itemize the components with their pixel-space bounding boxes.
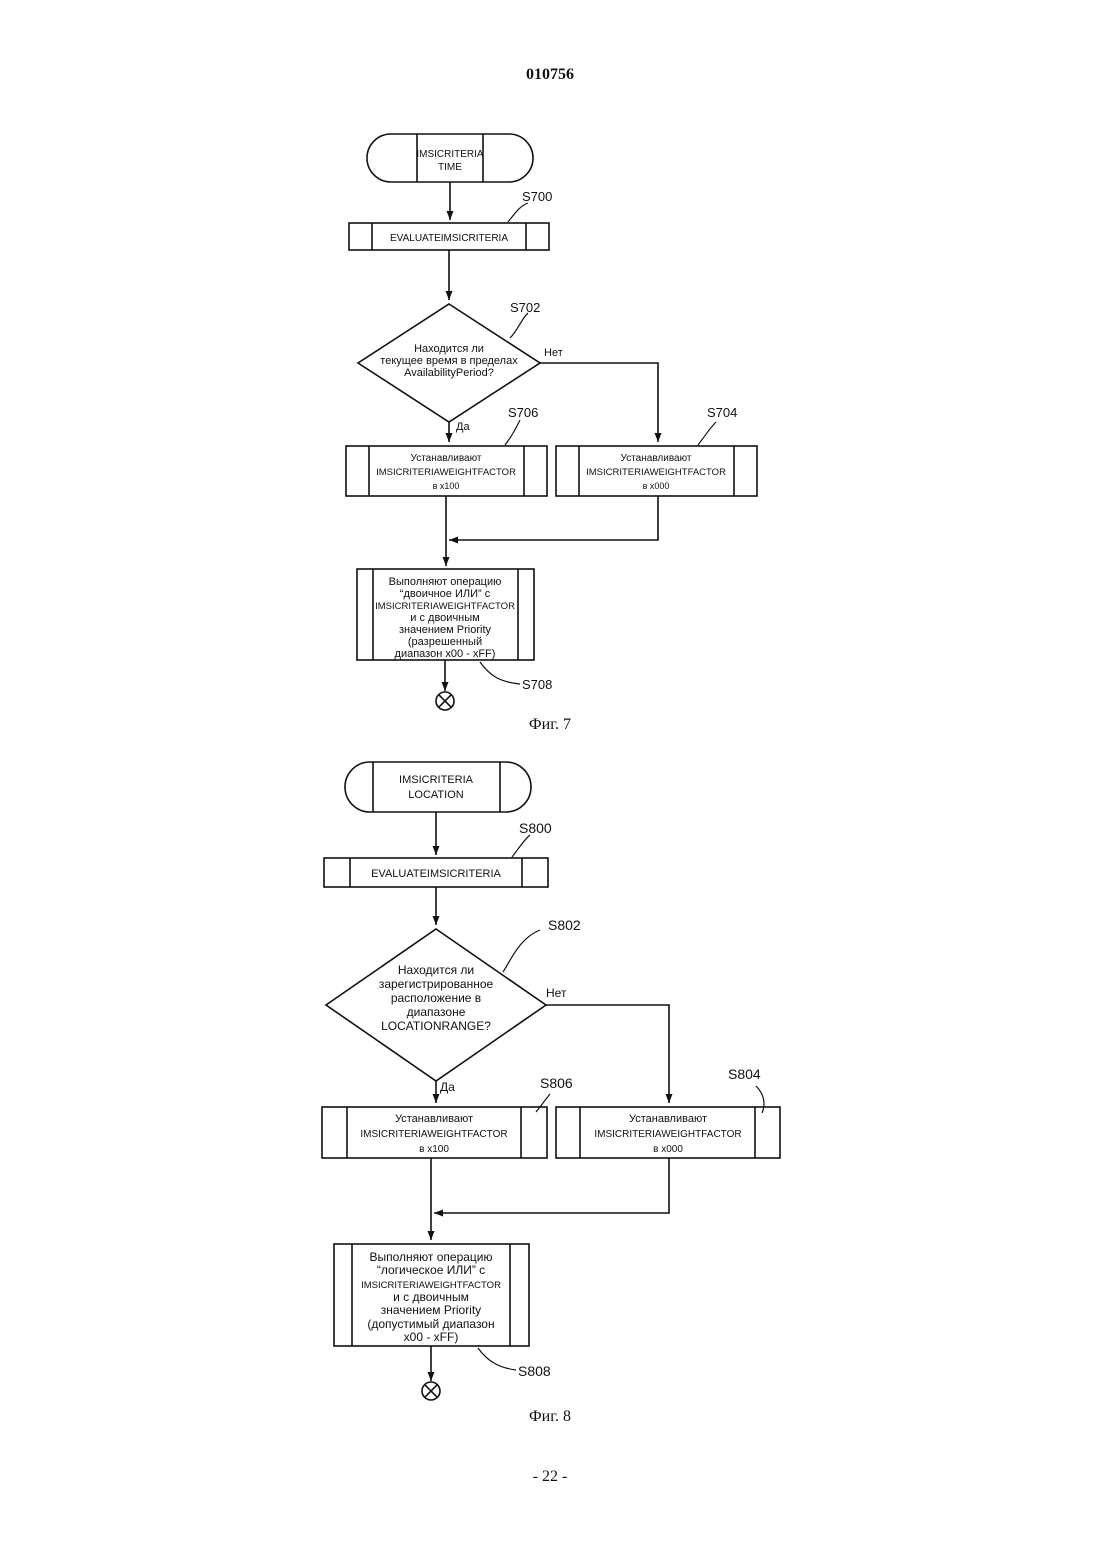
fig8-caption: Фиг. 8: [529, 1408, 571, 1425]
fig8-op-line-7: x00 - xFF): [404, 1330, 459, 1344]
fig8-ref-tick: [478, 1348, 516, 1370]
fig7-start-line-1: IMSICRITERIA: [416, 149, 484, 160]
fig7-op-line-3: IMSICRITERIAWEIGHTFACTOR: [375, 601, 515, 612]
fig8-evaluate-label: EVALUATEIMSICRITERIA: [371, 868, 501, 880]
fig8-decision-line-3: расположение в: [391, 991, 481, 1005]
fig7-decision-line-3: AvailabilityPeriod?: [404, 367, 494, 379]
fig8-merge-arrow: [434, 1158, 669, 1213]
fig8-op-line-5: значением Priority: [381, 1303, 481, 1317]
fig8-op-line-1: Выполняют операцию: [370, 1250, 493, 1264]
fig8-set-x100-line-3: в x100: [419, 1144, 449, 1155]
fig7-operation-box: Выполняют операцию “двоичное ИЛИ” с IMSI…: [357, 569, 534, 660]
fig7-decision-line-1: Находится ли: [414, 343, 484, 355]
fig7-set-x000-line-2: IMSICRITERIAWEIGHTFACTOR: [586, 467, 726, 478]
fig8-set-x000-line-3: в x000: [653, 1144, 683, 1155]
fig8-set-x000-line-1: Устанавливают: [629, 1113, 707, 1125]
fig7-caption: Фиг. 7: [529, 716, 571, 733]
fig8-set-x100-line-1: Устанавливают: [395, 1113, 473, 1125]
fig8-start-terminal: IMSICRITERIA LOCATION: [345, 762, 531, 812]
fig8-decision-line-2: зарегистрированное: [379, 977, 494, 991]
fig7-op-line-2: “двоичное ИЛИ” с: [400, 588, 491, 600]
fig7-op-line-7: диапазон x00 - xFF): [395, 648, 496, 660]
fig7-ref-s702: S702: [510, 300, 540, 315]
fig7-ref-tick: [480, 662, 520, 684]
fig7-end-icon: [436, 692, 454, 710]
fig7-yes-label: Да: [456, 421, 470, 433]
fig8-yes-label: Да: [440, 1080, 455, 1094]
fig8-decision-diamond: Находится ли зарегистрированное располож…: [326, 929, 546, 1081]
fig7-set-x100-line-1: Устанавливают: [411, 453, 482, 464]
fig8-decision-line-5: LOCATIONRANGE?: [381, 1019, 491, 1033]
fig7-no-arrow: [540, 363, 658, 442]
fig7-ref-s704: S704: [707, 405, 737, 420]
fig7-set-x000-line-3: в x000: [643, 481, 670, 491]
fig7-op-line-1: Выполняют операцию: [389, 576, 502, 588]
fig7-merge-arrow: [449, 496, 658, 540]
fig7-decision-line-2: текущее время в пределах: [380, 355, 518, 367]
fig8-ref-s802: S802: [548, 917, 581, 933]
fig7-ref-tick: [508, 203, 528, 222]
fig7-ref-tick: [510, 313, 528, 338]
fig8-set-x000-line-2: IMSICRITERIAWEIGHTFACTOR: [594, 1129, 741, 1140]
fig7-set-x000-line-1: Устанавливают: [621, 453, 692, 464]
fig7-set-x100-line-3: в x100: [433, 481, 460, 491]
fig8-evaluate-box: EVALUATEIMSICRITERIA: [324, 858, 548, 887]
fig7-ref-tick: [698, 422, 716, 445]
fig8-decision-line-1: Находится ли: [398, 963, 474, 977]
fig8-operation-box: Выполняют операцию “логическое ИЛИ” с IM…: [334, 1244, 529, 1346]
fig7-set-x100-box: Устанавливают IMSICRITERIAWEIGHTFACTOR в…: [346, 446, 547, 496]
fig7-evaluate-box: EVALUATEIMSICRITERIA: [349, 223, 549, 250]
fig8-start-line-2: LOCATION: [408, 789, 463, 801]
fig7-start-line-2: TIME: [438, 162, 462, 173]
fig7-op-line-4: и с двоичным: [410, 612, 479, 624]
fig8-op-line-2: “логическое ИЛИ” с: [377, 1263, 485, 1277]
fig8-set-x100-line-2: IMSICRITERIAWEIGHTFACTOR: [360, 1129, 507, 1140]
fig8-ref-tick: [503, 930, 540, 972]
fig7-ref-s708: S708: [522, 677, 552, 692]
fig7-start-terminal: IMSICRITERIA TIME: [367, 134, 533, 182]
fig7-flowchart: IMSICRITERIA TIME EVALUATEIMSICRITERIA S…: [346, 134, 757, 733]
fig8-ref-s808: S808: [518, 1363, 551, 1379]
fig8-ref-tick: [512, 835, 530, 857]
fig8-set-x000-box: Устанавливают IMSICRITERIAWEIGHTFACTOR в…: [556, 1107, 780, 1158]
fig8-op-line-4: и с двоичным: [393, 1290, 469, 1304]
fig8-start-line-1: IMSICRITERIA: [399, 774, 474, 786]
page-number: - 22 -: [0, 1468, 1100, 1486]
fig8-ref-s806: S806: [540, 1075, 573, 1091]
fig7-op-line-6: (разрешенный: [408, 636, 482, 648]
fig7-op-line-5: значением Priority: [399, 624, 492, 636]
fig8-decision-line-4: диапазоне: [407, 1005, 466, 1019]
fig8-ref-s800: S800: [519, 820, 552, 836]
fig7-evaluate-label: EVALUATEIMSICRITERIA: [390, 233, 508, 244]
fig8-flowchart: IMSICRITERIA LOCATION EVALUATEIMSICRITER…: [322, 762, 780, 1425]
fig8-set-x100-box: Устанавливают IMSICRITERIAWEIGHTFACTOR в…: [322, 1107, 547, 1158]
fig7-set-x100-line-2: IMSICRITERIAWEIGHTFACTOR: [376, 467, 516, 478]
fig7-ref-s706: S706: [508, 405, 538, 420]
fig7-set-x000-box: Устанавливают IMSICRITERIAWEIGHTFACTOR в…: [556, 446, 757, 496]
fig7-ref-s700: S700: [522, 189, 552, 204]
fig7-ref-tick: [505, 420, 520, 445]
fig8-ref-s804: S804: [728, 1066, 761, 1082]
fig8-no-label: Нет: [546, 986, 567, 1000]
fig7-no-label: Нет: [544, 347, 563, 359]
fig8-end-icon: [422, 1382, 440, 1400]
fig8-op-line-6: (допустимый диапазон: [367, 1317, 494, 1331]
